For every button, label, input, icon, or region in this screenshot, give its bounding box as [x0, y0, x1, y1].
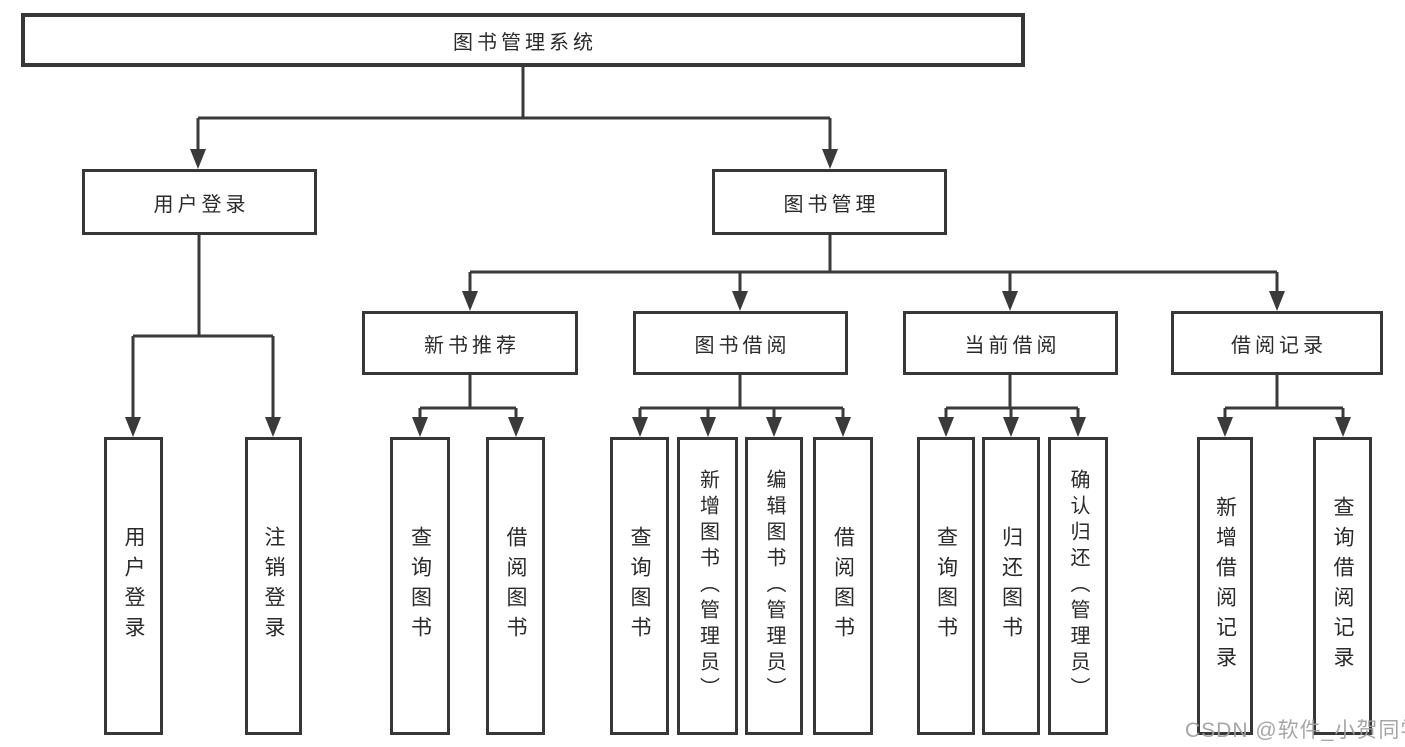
node-label: 图书管理系统: [453, 31, 597, 54]
watermark: CSDN @软件_小贺同学: [1185, 719, 1405, 742]
node-label: 确认归还（管理员）: [1067, 469, 1089, 703]
node-label: 归还图书: [999, 526, 1023, 646]
node-label: 查询图书: [628, 526, 651, 646]
leaf-borrowing-borrow-books: 借阅图书: [813, 437, 873, 735]
node-book-management: 图书管理: [712, 169, 947, 235]
node-label: 用户登录: [122, 526, 145, 646]
arrowheads: [125, 149, 1351, 437]
node-label: 查询图书: [408, 526, 432, 646]
node-label: 查询图书: [934, 526, 958, 646]
leaf-user-login: 用户登录: [104, 437, 163, 735]
leaf-borrowing-add-books-admin: 新增图书（管理员）: [677, 437, 738, 735]
leaf-current-return-books: 归还图书: [982, 437, 1040, 735]
node-label: 新增借阅记录: [1213, 496, 1237, 676]
node-label: 编辑图书（管理员）: [763, 469, 785, 703]
node-label: 借阅图书: [831, 526, 855, 646]
node-label: 用户登录: [153, 193, 250, 216]
node-user-login: 用户登录: [82, 169, 317, 235]
node-current-borrowing: 当前借阅: [903, 311, 1118, 375]
node-new-book-recommend: 新书推荐: [362, 311, 578, 375]
node-label: 注销登录: [262, 526, 285, 646]
leaf-borrowing-query-books: 查询图书: [610, 437, 669, 735]
leaf-borrowing-edit-books-admin: 编辑图书（管理员）: [745, 437, 803, 735]
node-label: 新增图书（管理员）: [696, 469, 719, 703]
node-label: 新书推荐: [424, 334, 520, 357]
node-label: 当前借阅: [964, 334, 1061, 357]
node-book-borrowing: 图书借阅: [633, 311, 848, 375]
node-label: 借阅图书: [504, 526, 527, 646]
node-label: 图书管理: [783, 193, 880, 216]
leaf-logout: 注销登录: [245, 437, 302, 735]
leaf-records-add-borrow-record: 新增借阅记录: [1197, 437, 1253, 735]
leaf-records-query-borrow-record: 查询借阅记录: [1313, 437, 1372, 735]
leaf-newbook-borrow-books: 借阅图书: [486, 437, 545, 735]
node-label: 借阅记录: [1231, 334, 1327, 357]
node-label: 图书借阅: [694, 334, 791, 357]
leaf-newbook-query-books: 查询图书: [390, 437, 450, 735]
leaf-current-query-books: 查询图书: [917, 437, 975, 735]
node-library-management-system: 图书管理系统: [21, 13, 1025, 67]
node-label: 查询借阅记录: [1331, 496, 1354, 676]
leaf-current-confirm-return-admin: 确认归还（管理员）: [1048, 437, 1108, 735]
node-borrow-records: 借阅记录: [1171, 311, 1383, 375]
